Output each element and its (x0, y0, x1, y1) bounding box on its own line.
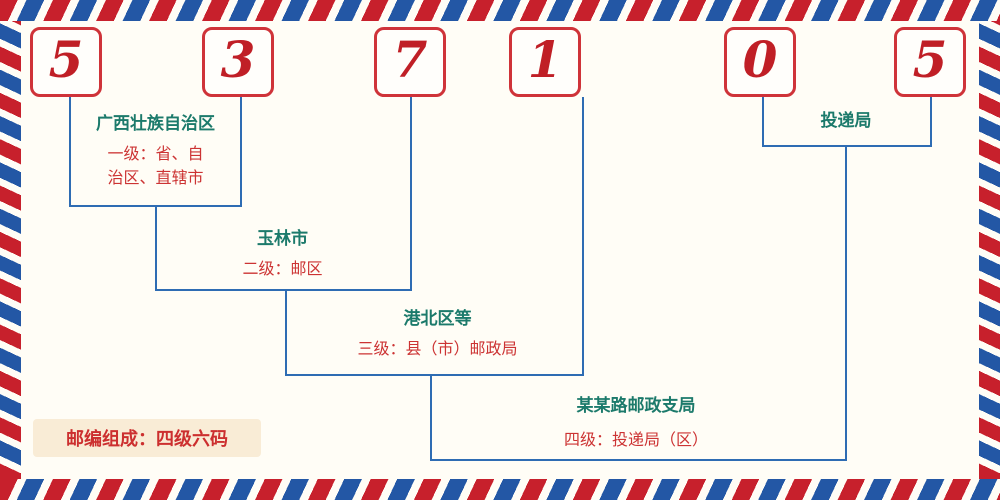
level-1-name: 广西壮族自治区 (96, 114, 215, 134)
level-4-connector-right (845, 145, 847, 461)
level-4-connector-bottom (430, 459, 847, 461)
level-1-connector-right (240, 97, 242, 207)
airmail-border-bottom (0, 479, 1000, 500)
airmail-border-left (0, 21, 21, 479)
level-4-desc: 四级：投递局（区） (563, 430, 708, 449)
level-3-connector-left (285, 289, 287, 376)
level-2-desc: 二级：邮区 (242, 259, 323, 278)
level-1-desc-line-2: 治区、直辖市 (107, 168, 204, 187)
level-5-connector-bottom (762, 145, 932, 147)
digit-3: 7 (392, 29, 428, 89)
level-4-annotation: 某某路邮政支局 四级：投递局（区） (480, 395, 792, 452)
level-3-name: 港北区等 (403, 309, 472, 329)
digit-6: 5 (912, 29, 948, 89)
digit-4: 1 (527, 29, 563, 89)
level-2-name: 玉林市 (257, 229, 308, 249)
level-5-annotation: 投递局 (762, 110, 930, 133)
level-2-annotation: 玉林市 二级：邮区 (170, 228, 395, 281)
level-1-desc-line-1: 一级：省、自 (107, 144, 204, 163)
level-3-desc: 三级：县（市）邮政局 (357, 339, 518, 358)
level-5-name: 投递局 (820, 111, 872, 131)
level-2-connector-left (155, 205, 157, 291)
digit-box-3: 7 (374, 27, 446, 97)
airmail-border-top (0, 0, 1000, 21)
level-2-connector-right (410, 97, 412, 291)
level-3-connector-bottom (285, 374, 584, 376)
digit-box-1: 5 (30, 27, 102, 97)
level-2-connector-bottom (155, 289, 412, 291)
digit-box-4: 1 (509, 27, 581, 97)
airmail-border-right (979, 21, 1000, 479)
level-4-connector-left (430, 374, 432, 461)
level-3-connector-right (582, 97, 584, 376)
digit-box-2: 3 (202, 27, 274, 97)
level-1-connector-left (69, 97, 71, 207)
digit-1: 5 (48, 29, 84, 89)
composition-label: 邮编组成：四级六码 (33, 419, 261, 457)
digit-box-5: 0 (724, 27, 796, 97)
digit-5: 0 (742, 29, 778, 89)
digit-2: 3 (220, 29, 256, 89)
level-5-connector-right (930, 97, 932, 147)
digit-box-6: 5 (894, 27, 966, 97)
level-4-name: 某某路邮政支局 (576, 396, 696, 416)
level-5-connector-left (762, 97, 764, 147)
level-1-annotation: 广西壮族自治区 一级：省、自 治区、直辖市 (69, 113, 242, 190)
level-3-annotation: 港北区等 三级：县（市）邮政局 (300, 308, 575, 361)
